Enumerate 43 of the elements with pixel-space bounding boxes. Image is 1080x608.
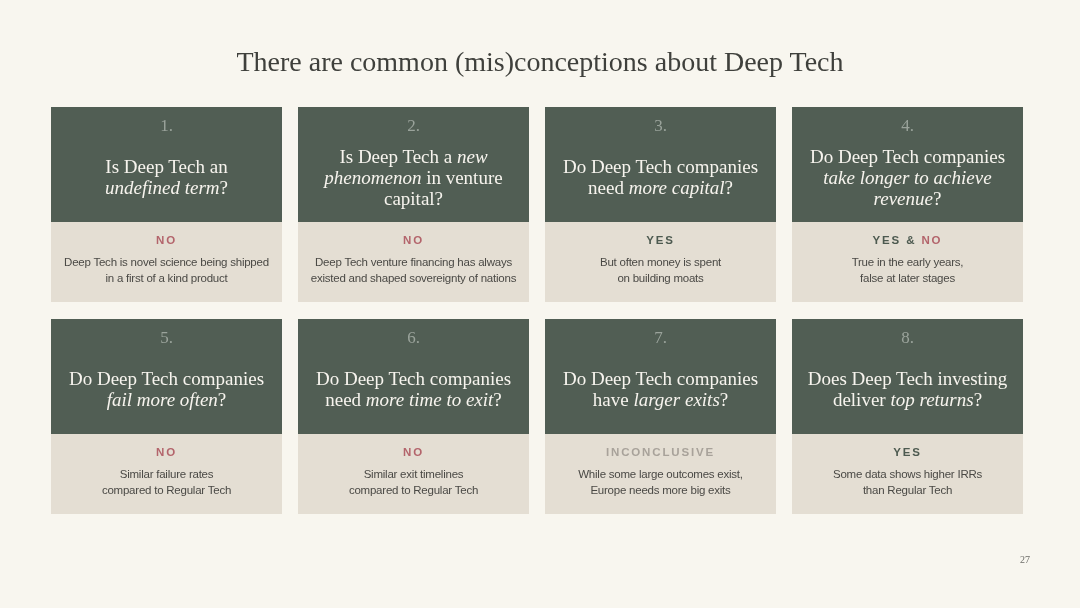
explanation-text: Deep Tech venture financing has always existed and shaped sovereignty of nations	[309, 255, 518, 286]
answer-label: NO	[156, 233, 177, 248]
question-card	[51, 319, 282, 514]
explanation-text: But often money is spent on building moats	[598, 255, 723, 286]
question-card	[545, 107, 776, 302]
question-text: Do Deep Tech companies have larger exits?	[561, 368, 760, 410]
question-card	[298, 107, 529, 302]
answer-label: NO	[156, 445, 177, 460]
card-number: 5.	[160, 328, 173, 348]
question-card	[792, 107, 1023, 302]
question-text: Is Deep Tech a new phenomenon in venture capital?	[322, 145, 504, 209]
card-number: 2.	[407, 116, 420, 136]
answer-label: YES	[893, 445, 922, 460]
card-number: 8.	[901, 328, 914, 348]
explanation-text: Similar failure rates compared to Regular Tech	[101, 467, 232, 498]
card-number: 7.	[654, 328, 667, 348]
slide-title: There are common (mis)conceptions about Deep Tech	[235, 45, 845, 79]
question-text: Do Deep Tech companies take longer to achieve revenue?	[808, 145, 1007, 209]
answer-label: YES &	[872, 233, 917, 248]
question-card	[51, 107, 282, 302]
page-number: 27	[1020, 553, 1030, 567]
explanation-text: Similar exit timelines compared to Regular Tech	[348, 467, 479, 498]
answer-label: NO	[403, 445, 424, 460]
answer-label: INCONCLUSIVE	[606, 445, 715, 460]
question-text: Does Deep Tech investing deliver top returns?	[806, 368, 1009, 410]
card-number: 4.	[901, 116, 914, 136]
answer-label: NO	[921, 233, 943, 248]
answer-label: NO	[403, 233, 424, 248]
question-card	[545, 319, 776, 514]
answer-label: YES	[646, 233, 675, 248]
card-number: 6.	[407, 328, 420, 348]
question-text: Is Deep Tech an undefined term?	[104, 156, 229, 198]
explanation-text: Deep Tech is novel science being shipped in a first of a kind product	[63, 255, 270, 286]
question-card	[792, 319, 1023, 514]
explanation-text: True in the early years, false at later stages	[850, 255, 965, 286]
question-text: Do Deep Tech companies need more capital?	[561, 156, 760, 198]
question-text: Do Deep Tech companies need more time to exit?	[314, 368, 513, 410]
card-number: 3.	[654, 116, 667, 136]
card-number: 1.	[160, 116, 173, 136]
explanation-text: Some data shows higher IRRs than Regular Tech	[832, 467, 983, 498]
question-text: Do Deep Tech companies fail more often?	[67, 368, 266, 410]
explanation-text: While some large outcomes exist, Europe needs more big exits	[577, 467, 744, 498]
question-card	[298, 319, 529, 514]
